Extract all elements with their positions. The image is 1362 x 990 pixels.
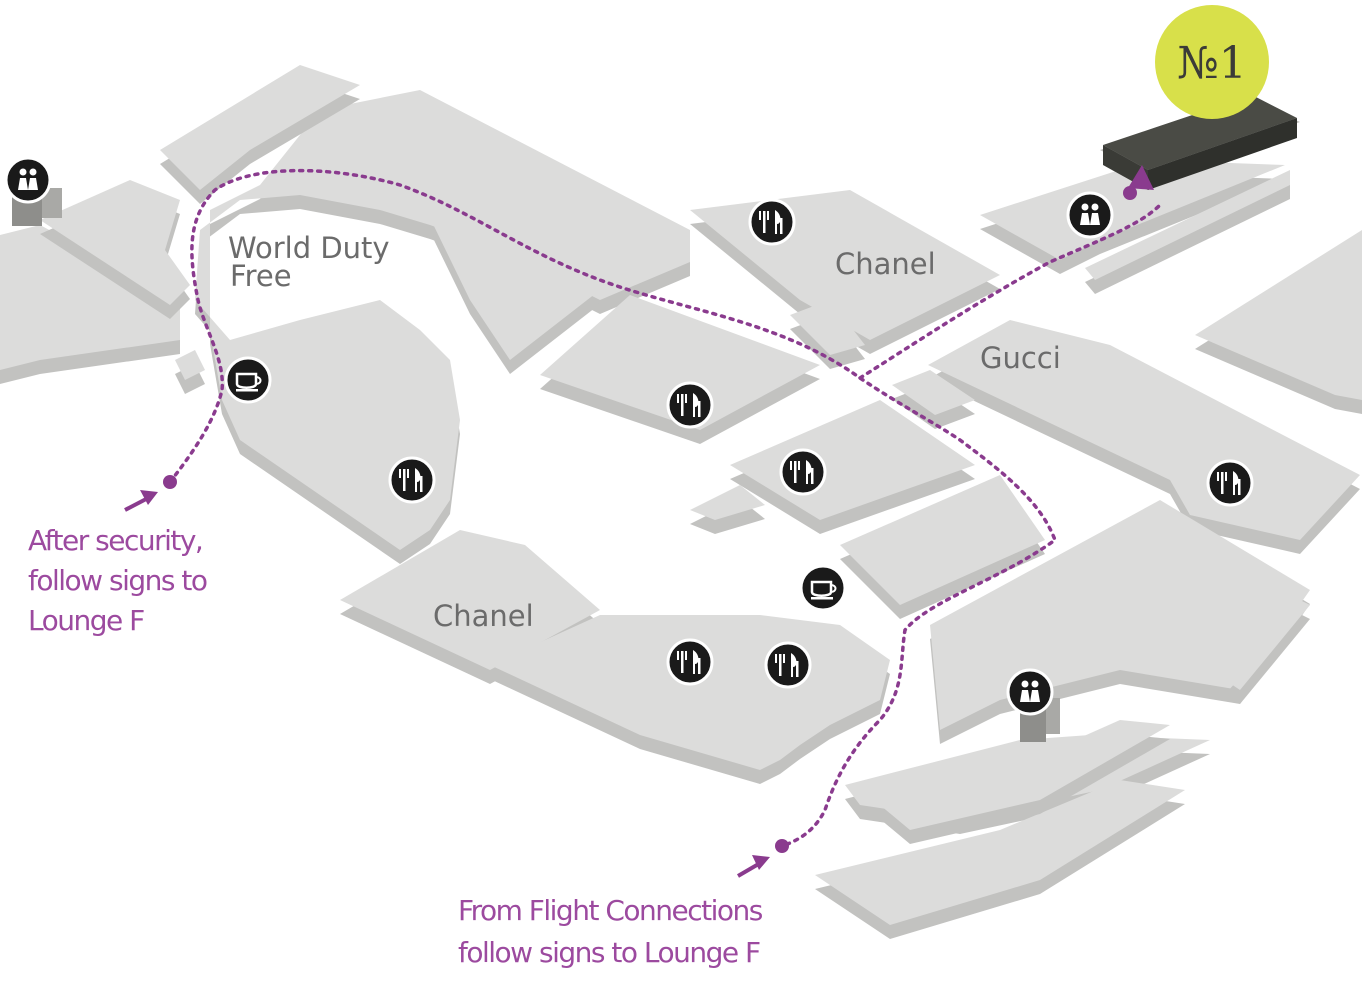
toilets-icon-west <box>224 356 272 404</box>
store-label-world-duty-free-line2: Free <box>230 259 292 293</box>
entry-arrow-security <box>124 490 158 512</box>
store-label-chanel-south: Chanel <box>433 599 534 633</box>
note-flight-connections-line1: From Flight Connections <box>458 894 763 927</box>
block-west-edge <box>0 225 180 384</box>
restaurant-icon-middle <box>779 448 827 496</box>
store-label-gucci: Gucci <box>980 341 1061 375</box>
restaurant-icon-center <box>666 381 714 429</box>
block-west-upper <box>40 180 190 319</box>
restaurant-icon-wdf <box>388 456 436 504</box>
store-label-world-duty-free: World Duty <box>228 231 390 265</box>
note-after-security-line1: After security, <box>28 524 202 557</box>
store-label-chanel-north: Chanel <box>835 247 936 281</box>
block-world-duty-free-tail <box>160 65 360 204</box>
restaurant-icon-north <box>748 198 796 246</box>
lift-icon-lounge <box>1066 191 1114 239</box>
block-center-upper <box>540 295 820 444</box>
block-gucci-step <box>892 370 975 429</box>
note-after-security-line3: Lounge F <box>28 604 144 637</box>
block-far-east <box>1195 230 1362 414</box>
block-small-square <box>175 350 205 394</box>
entry-arrow-flight-connections <box>736 855 770 878</box>
block-triangle <box>432 222 600 374</box>
block-center-lower <box>840 475 1045 619</box>
restaurant-icon-south-1 <box>666 638 714 686</box>
note-after-security: After security, follow signs to Lounge F <box>28 524 208 637</box>
lounge-badge-label: №1 <box>1177 38 1247 89</box>
block-east-sliver <box>1225 600 1310 704</box>
block-world-duty-free <box>195 90 690 564</box>
note-flight-connections-line2: follow signs to Lounge F <box>458 936 760 969</box>
facility-icons <box>4 156 1254 716</box>
lounge-badge[interactable]: №1 <box>1155 5 1269 119</box>
walking-route <box>163 165 1162 853</box>
lounge-building[interactable] <box>1100 95 1300 190</box>
block-south-east-3 <box>880 720 1170 844</box>
note-flight-connections: From Flight Connections follow signs to … <box>458 894 764 969</box>
block-sliver <box>690 485 765 534</box>
block-lounge-strip <box>1085 170 1290 294</box>
restaurant-icon-gucci <box>1206 459 1254 507</box>
block-south-east-2 <box>815 780 1185 939</box>
cafe-icon-south <box>799 564 847 612</box>
restaurant-icon-south-2 <box>764 641 812 689</box>
block-chanel-step <box>790 300 865 369</box>
lift-icon-south <box>1006 668 1054 716</box>
note-after-security-line2: follow signs to <box>28 564 207 597</box>
lift-icon-west <box>4 156 52 204</box>
building-blocks <box>0 65 1362 939</box>
